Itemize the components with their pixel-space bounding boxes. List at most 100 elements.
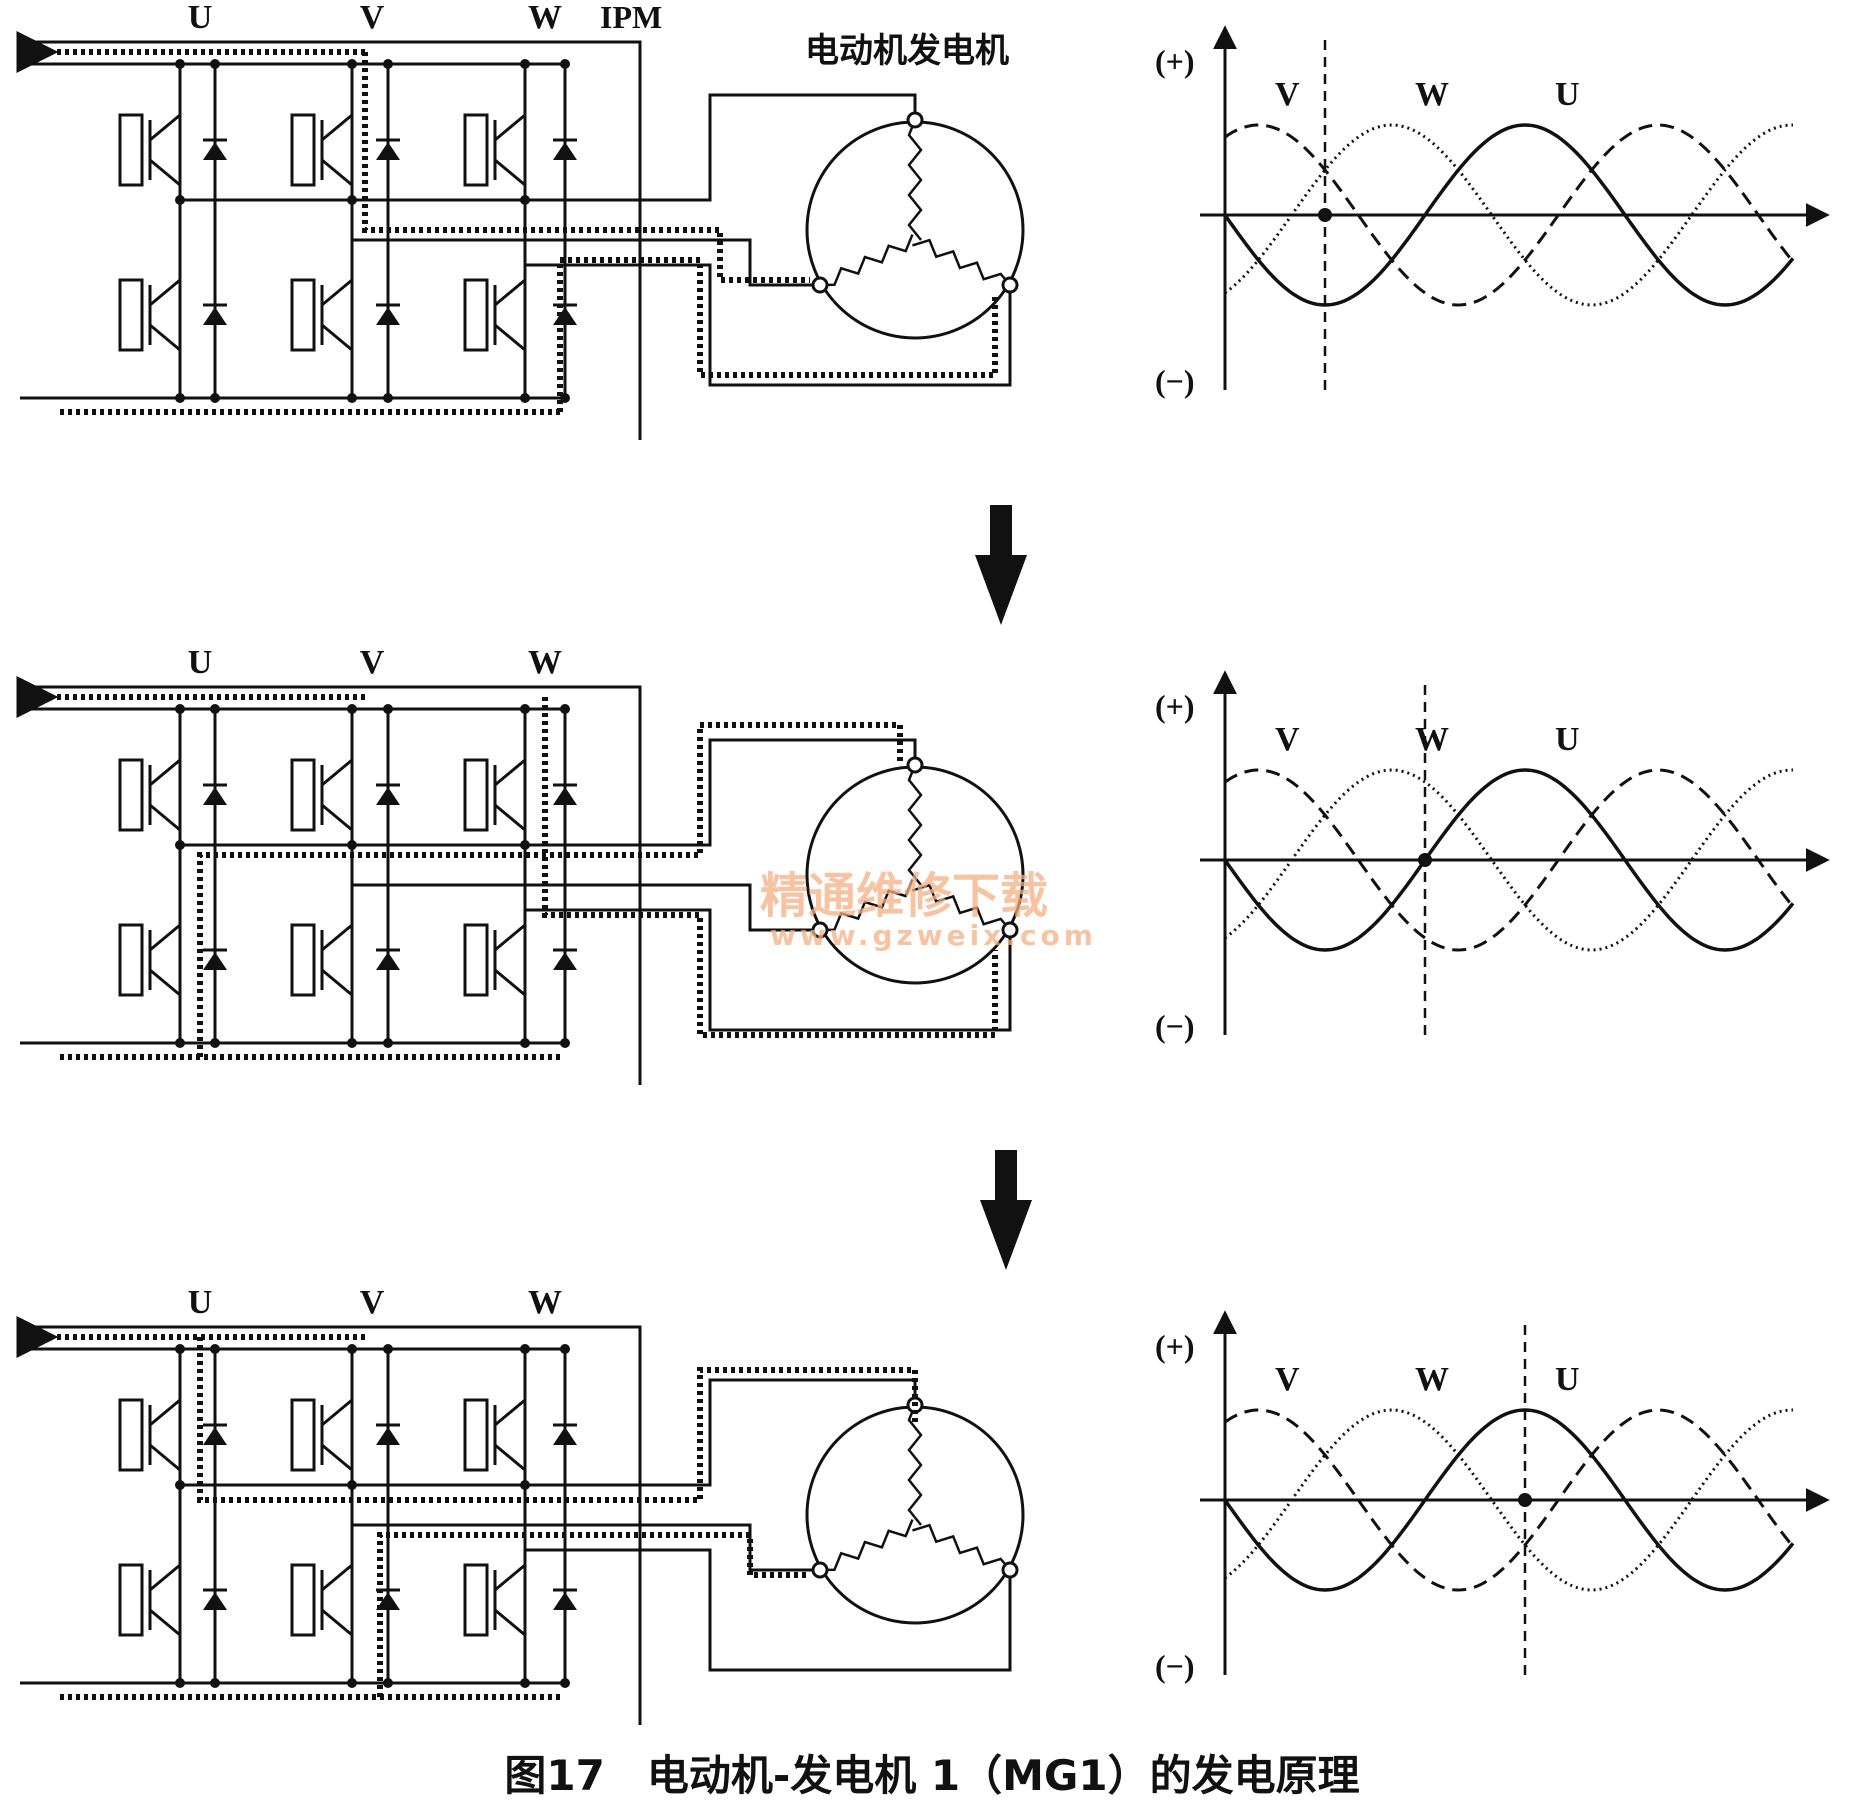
terminal-v	[811, 1561, 829, 1579]
motor-generator	[805, 1396, 1025, 1625]
diode-w-upper	[553, 138, 577, 160]
diode-v-lower	[376, 948, 400, 970]
wave-label-v: V	[1275, 76, 1300, 113]
igbt-w-lower	[463, 923, 526, 997]
diode-w-lower	[553, 1588, 577, 1610]
phase-waveform-graph: (+) (−) V W U	[1155, 1310, 1830, 1684]
terminal-u	[906, 111, 924, 129]
current-flow-path	[16, 676, 998, 1060]
igbt-v-upper	[290, 758, 353, 832]
down-arrow-1	[975, 505, 1027, 625]
v-phase-wave	[1224, 123, 1794, 307]
terminal-w	[1001, 921, 1019, 939]
wave-label-w: W	[1415, 1361, 1449, 1398]
terminal-w	[1001, 1561, 1019, 1579]
positive-label: (+)	[1155, 688, 1195, 724]
diode-u-lower	[203, 1588, 227, 1610]
down-arrow-2	[980, 1150, 1032, 1270]
time-marker-dot	[1518, 1493, 1532, 1507]
positive-label: (+)	[1155, 1328, 1195, 1364]
wave-label-v: V	[1275, 721, 1300, 758]
w-phase-wave	[1224, 1408, 1795, 1592]
phase-label-v: V	[360, 644, 385, 681]
negative-label: (−)	[1155, 1648, 1195, 1684]
diode-u-upper	[203, 1423, 227, 1445]
negative-label: (−)	[1155, 363, 1195, 399]
terminal-w	[1001, 276, 1019, 294]
panel-3: U V W (+) (−) V W U	[16, 1284, 1830, 1725]
igbt-v-upper	[290, 113, 353, 187]
u-phase-wave	[1223, 123, 1795, 307]
diode-w-lower	[553, 948, 577, 970]
terminal-u	[906, 756, 924, 774]
motor-generator	[805, 111, 1025, 340]
phase-label-v: V	[360, 0, 385, 36]
u-phase-wave	[1223, 1408, 1795, 1592]
current-flow-path	[16, 31, 998, 415]
igbt-v-lower	[290, 923, 353, 997]
w-phase-wave	[1224, 123, 1795, 307]
terminal-v	[811, 276, 829, 294]
diode-v-lower	[376, 303, 400, 325]
watermark-line2: www.gzweix.com	[770, 919, 1097, 952]
igbt-u-upper	[118, 758, 181, 832]
diode-u-lower	[203, 303, 227, 325]
phase-label-w: W	[528, 1284, 562, 1321]
wave-label-u: U	[1555, 721, 1580, 758]
diode-u-upper	[203, 783, 227, 805]
igbt-w-upper	[463, 1398, 526, 1472]
v-phase-wave	[1224, 1408, 1794, 1592]
phase-waveform-graph: (+) (−) V W U	[1155, 670, 1830, 1044]
motor-generator-label: 电动机发电机	[805, 31, 1009, 71]
time-marker-dot	[1418, 853, 1432, 867]
igbt-v-lower	[290, 1563, 353, 1637]
diode-w-upper	[553, 1423, 577, 1445]
panel-2: U V W (+) (−) V W U	[16, 644, 1830, 1085]
phase-label-w: W	[528, 0, 562, 36]
igbt-u-lower	[118, 923, 181, 997]
wave-label-v: V	[1275, 1361, 1300, 1398]
wave-label-w: W	[1415, 721, 1449, 758]
igbt-w-upper	[463, 758, 526, 832]
current-flow-path	[16, 1316, 918, 1700]
inverter-circuit	[20, 685, 1012, 1085]
motor-generator	[805, 756, 1025, 985]
figure-caption: 图17 电动机-发电机 1（MG1）的发电原理	[504, 1751, 1359, 1800]
igbt-w-lower	[463, 1563, 526, 1637]
igbt-u-lower	[118, 278, 181, 352]
igbt-v-upper	[290, 1398, 353, 1472]
phase-label-v: V	[360, 1284, 385, 1321]
diode-v-upper	[376, 138, 400, 160]
terminal-v	[811, 921, 829, 939]
phase-label-u: U	[188, 1284, 213, 1321]
wave-label-w: W	[1415, 76, 1449, 113]
time-marker-dot	[1318, 208, 1332, 222]
diode-u-lower	[203, 948, 227, 970]
igbt-w-lower	[463, 278, 526, 352]
igbt-u-upper	[118, 113, 181, 187]
diode-v-upper	[376, 1423, 400, 1445]
wave-label-u: U	[1555, 76, 1580, 113]
phase-label-u: U	[188, 0, 213, 36]
phase-label-w: W	[528, 644, 562, 681]
diode-v-upper	[376, 783, 400, 805]
diode-w-upper	[553, 783, 577, 805]
w-phase-wave	[1224, 768, 1795, 952]
igbt-u-lower	[118, 1563, 181, 1637]
wave-label-u: U	[1555, 1361, 1580, 1398]
igbt-u-upper	[118, 1398, 181, 1472]
diode-w-lower	[553, 303, 577, 325]
u-phase-wave	[1223, 768, 1795, 952]
igbt-w-upper	[463, 113, 526, 187]
phase-label-u: U	[188, 644, 213, 681]
ipm-label: IPM	[600, 0, 662, 35]
negative-label: (−)	[1155, 1008, 1195, 1044]
igbt-v-lower	[290, 278, 353, 352]
v-phase-wave	[1224, 768, 1794, 952]
watermark-line1: 精通维修下载	[760, 868, 1048, 924]
diode-u-upper	[203, 138, 227, 160]
inverter-circuit	[20, 40, 1012, 440]
